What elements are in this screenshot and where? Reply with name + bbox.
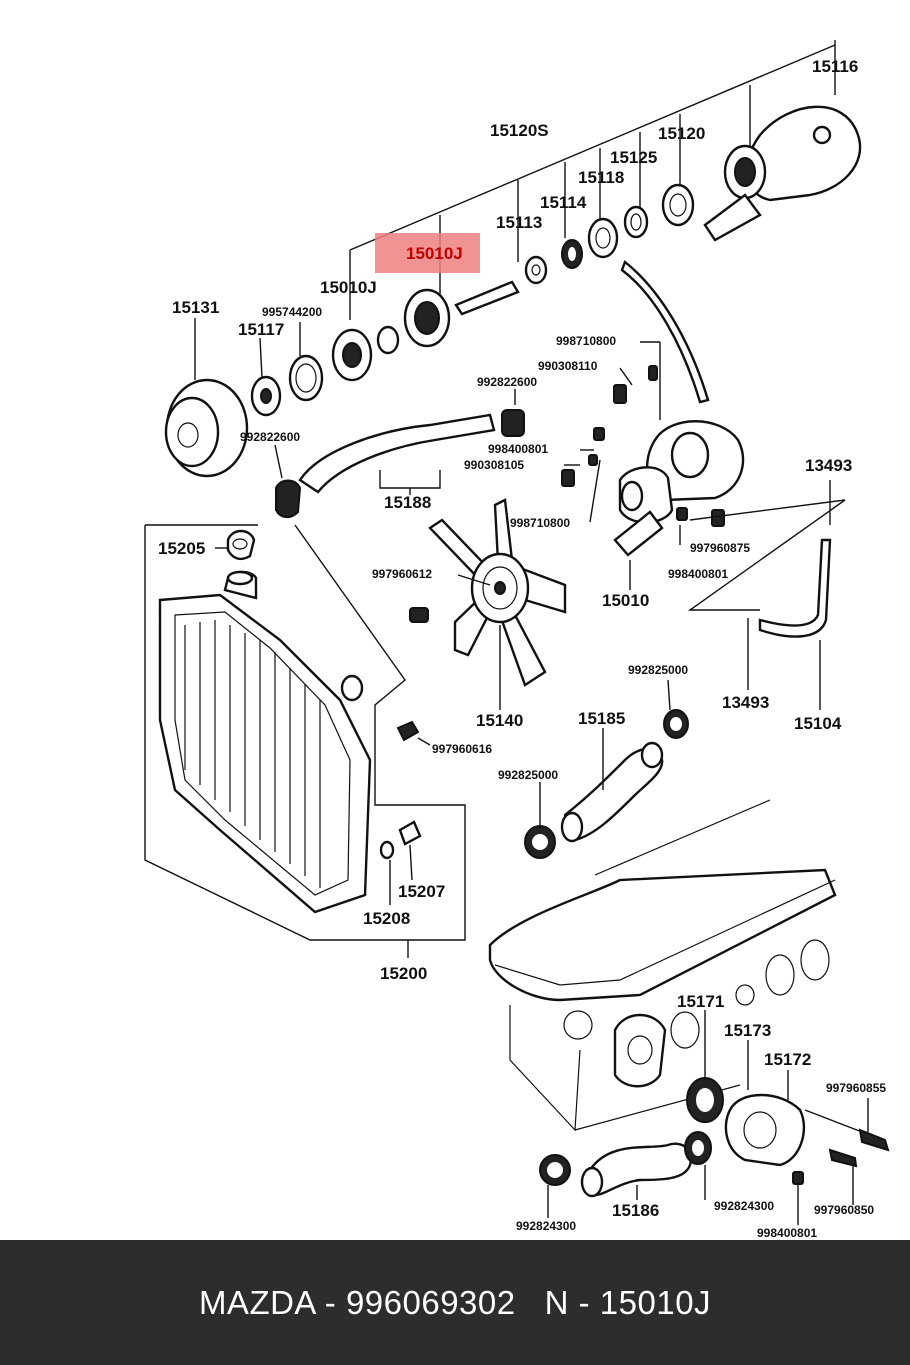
label-15116: 15116: [812, 57, 858, 76]
label-15140: 15140: [476, 711, 523, 730]
label-15131: 15131: [172, 298, 219, 317]
engine-block: [488, 799, 837, 1132]
highlight-box: [375, 233, 480, 273]
label-15207: 15207: [398, 882, 445, 901]
bypass-pipe-15104: [687, 480, 846, 710]
exploded-view-frame: [349, 40, 836, 320]
label-15186: 15186: [612, 1201, 659, 1220]
label-998400801-bottom: 998400801: [757, 1226, 817, 1240]
label-998710800-top: 998710800: [556, 334, 616, 348]
label-15172: 15172: [764, 1050, 811, 1069]
label-15120: 15120: [658, 124, 705, 143]
label-992825000-bottom: 992825000: [498, 768, 558, 782]
label-15010j-highlighted: 15010J: [406, 244, 463, 263]
label-15120s: 15120S: [490, 121, 549, 140]
label-997960616: 997960616: [432, 742, 492, 756]
label-992824300-right: 992824300: [714, 1199, 774, 1213]
pump-body: [501, 260, 745, 557]
label-997960855: 997960855: [826, 1081, 886, 1095]
label-997960850: 997960850: [814, 1203, 874, 1217]
label-990308110: 990308110: [538, 359, 598, 373]
label-995744200: 995744200: [262, 305, 322, 319]
label-15173: 15173: [724, 1021, 771, 1040]
hose-15188: [275, 413, 496, 518]
part-labels: 15116 15120S 15120 15125 15118 15114 151…: [158, 57, 886, 1240]
parts-diagram: 15116 15120S 15120 15125 15118 15114 151…: [144, 40, 890, 1240]
label-992822600-left: 992822600: [240, 430, 300, 444]
hose-15185: [524, 709, 689, 859]
label-15114: 15114: [540, 193, 587, 212]
label-990308105: 990308105: [464, 458, 524, 472]
label-998400801-pump: 998400801: [668, 567, 728, 581]
label-15118: 15118: [578, 168, 624, 187]
label-15185: 15185: [578, 709, 625, 728]
label-997960875: 997960875: [690, 541, 750, 555]
label-15200: 15200: [380, 964, 427, 983]
leader-lines: [194, 318, 681, 828]
label-15104: 15104: [794, 714, 842, 733]
label-992824300-left: 992824300: [516, 1219, 576, 1233]
part-number-footer: MAZDA - 996069302 N - 15010J: [0, 1240, 910, 1365]
label-15010j: 15010J: [320, 278, 377, 297]
label-15117: 15117: [238, 320, 284, 339]
label-15010: 15010: [602, 591, 649, 610]
fan-15140: [409, 498, 567, 687]
label-997960612: 997960612: [372, 567, 432, 581]
label-13493-bottom: 13493: [722, 693, 769, 712]
label-15125: 15125: [610, 148, 657, 167]
thermostat-housing: [686, 1077, 890, 1185]
label-992822600-top: 992822600: [477, 375, 537, 389]
label-15113: 15113: [496, 213, 542, 232]
label-15171: 15171: [677, 992, 724, 1011]
label-15208: 15208: [363, 909, 410, 928]
pump-shaft-parts: [164, 105, 862, 478]
label-992825000-top: 992825000: [628, 663, 688, 677]
radiator-15200: [144, 524, 466, 958]
footer-part-number-text: MAZDA - 996069302 N - 15010J: [198, 1283, 712, 1321]
label-998710800-mid: 998710800: [510, 516, 570, 530]
hose-15186: [539, 1010, 869, 1225]
label-13493-top: 13493: [805, 456, 852, 475]
label-15188: 15188: [384, 493, 431, 512]
label-998400801-mid: 998400801: [488, 442, 548, 456]
radiator-core-lines: [184, 620, 321, 888]
label-15205: 15205: [158, 539, 205, 558]
